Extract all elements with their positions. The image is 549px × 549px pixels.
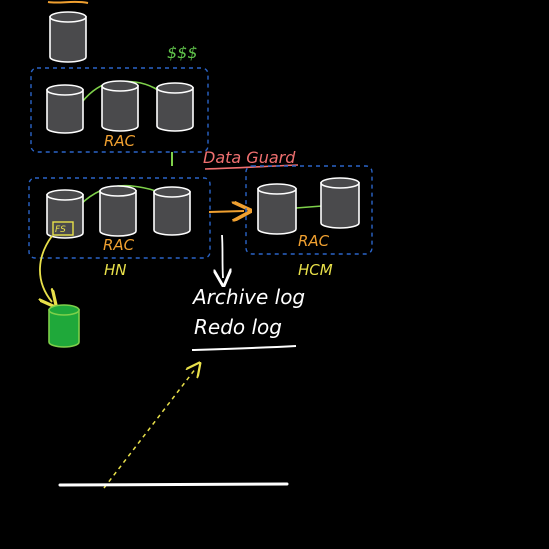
top-scribble (47, 0, 89, 4)
dataguard-underline (204, 164, 299, 170)
rac-link-standby (295, 205, 323, 209)
database-icon-top-2 (101, 80, 139, 132)
backup-arrow (40, 235, 52, 302)
rac-label-standby: RAC (298, 232, 330, 250)
local-storage-badge (52, 221, 74, 236)
backup-database-icon (48, 304, 80, 348)
database-icon-primary-3 (153, 186, 191, 236)
site-label-primary: HN (104, 261, 127, 279)
site-label-standby: HCM (298, 261, 333, 279)
baseline (58, 482, 289, 487)
dataguard-arrow (208, 211, 244, 212)
database-icon-top-3 (156, 82, 194, 132)
rac-cluster-box-top (30, 67, 209, 153)
database-icon-primary-2 (99, 185, 137, 237)
log-arrow (222, 234, 223, 278)
rac-label-primary: RAC (103, 236, 135, 254)
dataguard-label: Data Guard (203, 148, 296, 167)
redo-log-label: Redo log (194, 315, 282, 339)
database-icon-standby-2 (320, 177, 360, 229)
logs-underline (191, 345, 297, 351)
database-icon-single (49, 11, 87, 63)
database-icon-primary-1 (46, 189, 84, 239)
database-icon-standby-1 (257, 183, 297, 235)
rac-cluster-box-standby (245, 165, 373, 255)
database-icon-top-1 (46, 84, 84, 134)
dashed-arrow (103, 368, 196, 489)
local-storage-label: FS (55, 225, 66, 235)
rac-label-top: RAC (104, 132, 136, 150)
archive-log-label: Archive log (191, 285, 305, 309)
rac-cluster-box-primary (28, 177, 211, 259)
cost-label: $$$ (167, 43, 198, 62)
